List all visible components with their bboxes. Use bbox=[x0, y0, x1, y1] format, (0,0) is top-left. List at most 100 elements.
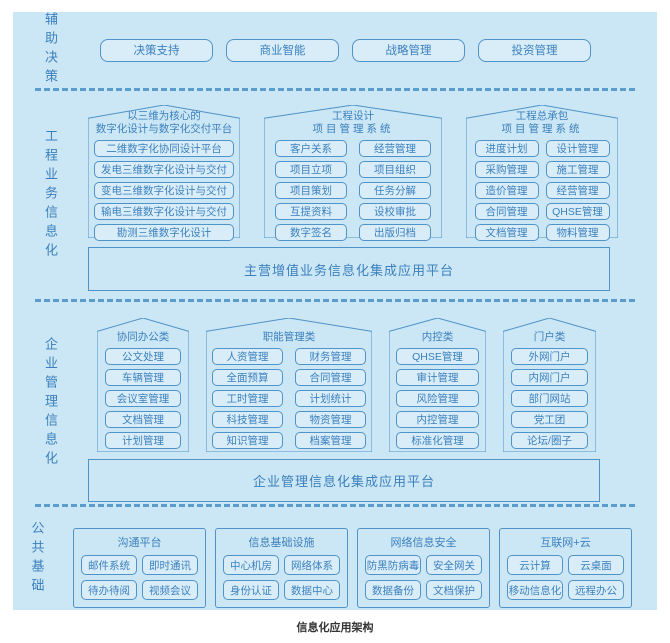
house-title-line: 工程设计 bbox=[332, 110, 374, 122]
house-title: 以三维为核心的数字化设计与数字化交付平台 bbox=[88, 110, 240, 136]
module-box: 标准化管理 bbox=[396, 432, 479, 449]
module-box: 知识管理 bbox=[212, 432, 283, 449]
house-items: QHSE管理审计管理风险管理内控管理标准化管理 bbox=[389, 348, 486, 449]
module-box: 项目立项 bbox=[275, 161, 347, 178]
house-group: 内控类 QHSE管理审计管理风险管理内控管理标准化管理 bbox=[389, 318, 486, 452]
house-group: 协同办公类公文处理车辆管理会议室管理文档管理计划管理 bbox=[97, 318, 189, 452]
module-box: 造价管理 bbox=[474, 182, 539, 199]
house-title-line: 门户类 bbox=[533, 331, 566, 343]
infra-group-items: 邮件系统即时通讯待办待阅视频会议 bbox=[81, 555, 198, 600]
infra-group-items: 中心机房网络体系身份认证数据中心 bbox=[223, 555, 340, 600]
module-box: 人资管理 bbox=[212, 348, 283, 365]
infra-group-title: 网络信息安全 bbox=[390, 537, 457, 549]
house-title-line: 协同办公类 bbox=[116, 331, 170, 343]
module-box: 网络体系 bbox=[284, 555, 340, 575]
module-box: 计划统计 bbox=[295, 390, 366, 407]
diagram-caption: 信息化应用架构 bbox=[296, 622, 374, 634]
module-box: 内控管理 bbox=[396, 411, 479, 428]
module-box: 云计算 bbox=[507, 555, 563, 575]
band-separator-dashed bbox=[35, 504, 635, 507]
house-group: 门户类外网门户内网门户部门网站党工团论坛/圈子 bbox=[503, 318, 596, 452]
module-box: 档案管理 bbox=[295, 432, 366, 449]
diagram-panel: 辅助决策 决策支持商业智能战略管理投资管理工程业务信息化 以三维为核心的数字化设计与… bbox=[13, 12, 657, 610]
band-3: 公共基础沟通平台邮件系统即时通讯待办待阅视频会议信息基础设施中心机房网络体系身份… bbox=[13, 507, 657, 610]
infra-group-items: 云计算云桌面移动信息化远程办公 bbox=[507, 555, 624, 600]
module-box: 任务分解 bbox=[359, 182, 431, 199]
module-box: 计划管理 bbox=[105, 432, 181, 449]
house-title-line: 以三维为核心的 bbox=[127, 110, 201, 122]
infra-group-title: 沟通平台 bbox=[117, 537, 162, 549]
module-box: 客户关系 bbox=[275, 140, 347, 157]
module-box: 物资管理 bbox=[295, 411, 366, 428]
module-box: 采购管理 bbox=[474, 161, 539, 178]
module-box: 邮件系统 bbox=[81, 555, 137, 575]
house-title-line: 数字化设计与数字化交付平台 bbox=[95, 123, 233, 135]
infra-group-items: 防黑防病毒安全网关数据备份文档保护 bbox=[365, 555, 482, 600]
module-box: 经营管理 bbox=[545, 182, 610, 199]
house-group: 工程设计项目管理系统客户关系经营管理项目立项项目组织项目策划任务分解互提资料设校… bbox=[264, 105, 442, 241]
band-label: 辅助决策 bbox=[43, 12, 58, 88]
module-box: 项目组织 bbox=[359, 161, 431, 178]
band-content: 决策支持商业智能战略管理投资管理 bbox=[88, 12, 657, 88]
module-box: 车辆管理 bbox=[105, 369, 181, 386]
module-box: 输电三维数字化设计与交付 bbox=[94, 203, 234, 220]
platform-bar: 企业管理信息化集成应用平台 bbox=[88, 459, 600, 502]
module-box: 设校审批 bbox=[359, 203, 431, 220]
module-box: 风险管理 bbox=[396, 390, 479, 407]
module-box: 数据中心 bbox=[284, 580, 340, 600]
module-box: 安全网关 bbox=[426, 555, 482, 575]
band-1: 工程业务信息化 以三维为核心的数字化设计与数字化交付平台二维数字化协同设计平台发电… bbox=[13, 91, 657, 299]
band-content: 协同办公类公文处理车辆管理会议室管理文档管理计划管理 职能管理类人资管理财务管理全… bbox=[88, 302, 657, 504]
module-box: 数字签名 bbox=[275, 224, 347, 241]
module-box: 会议室管理 bbox=[105, 390, 181, 407]
module-box: 合同管理 bbox=[474, 203, 539, 220]
house-title: 职能管理类 bbox=[206, 331, 372, 344]
module-box: 部门网站 bbox=[511, 390, 588, 407]
module-box: 经营管理 bbox=[359, 140, 431, 157]
band-label: 工程业务信息化 bbox=[43, 128, 58, 262]
house-items: 人资管理财务管理全面预算合同管理工时管理计划统计科技管理物资管理知识管理档案管理 bbox=[206, 348, 372, 449]
module-box: 商业智能 bbox=[226, 38, 339, 62]
infra-group: 沟通平台邮件系统即时通讯待办待阅视频会议 bbox=[73, 528, 206, 608]
module-box: 财务管理 bbox=[295, 348, 366, 365]
band-2: 企业管理信息化 协同办公类公文处理车辆管理会议室管理文档管理计划管理 职能管理类人资… bbox=[13, 302, 657, 504]
module-box: 决策支持 bbox=[100, 38, 213, 62]
house-title-line: 职能管理类 bbox=[262, 331, 316, 343]
band-content: 以三维为核心的数字化设计与数字化交付平台二维数字化协同设计平台发电三维数字化设计… bbox=[88, 91, 657, 299]
module-box: 文档管理 bbox=[105, 411, 181, 428]
module-box: 身份认证 bbox=[223, 580, 279, 600]
module-box: 发电三维数字化设计与交付 bbox=[94, 161, 234, 178]
house-title: 工程总承包项目管理系统 bbox=[466, 110, 618, 136]
house-title-line: 内控类 bbox=[421, 331, 454, 343]
module-box: 物料管理 bbox=[545, 224, 610, 241]
infra-group: 网络信息安全防黑防病毒安全网关数据备份文档保护 bbox=[357, 528, 490, 608]
module-box: 公文处理 bbox=[105, 348, 181, 365]
module-box: 待办待阅 bbox=[81, 580, 137, 600]
module-box: 远程办公 bbox=[568, 580, 624, 600]
infra-group: 信息基础设施中心机房网络体系身份认证数据中心 bbox=[215, 528, 348, 608]
module-box: 审计管理 bbox=[396, 369, 479, 386]
house-items: 二维数字化协同设计平台发电三维数字化设计与交付变电三维数字化设计与交付输电三维数… bbox=[88, 140, 240, 241]
houses-row: 协同办公类公文处理车辆管理会议室管理文档管理计划管理 职能管理类人资管理财务管理全… bbox=[97, 318, 657, 452]
house-items: 客户关系经营管理项目立项项目组织项目策划任务分解互提资料设校审批数字签名出版归档 bbox=[264, 140, 442, 241]
module-box: QHSE管理 bbox=[396, 348, 479, 365]
house-title: 内控类 bbox=[389, 331, 486, 344]
module-box: 文档管理 bbox=[474, 224, 539, 241]
house-title: 门户类 bbox=[503, 331, 596, 344]
module-box: 二维数字化协同设计平台 bbox=[94, 140, 234, 157]
module-box: 党工团 bbox=[511, 411, 588, 428]
band-separator-dashed bbox=[35, 299, 635, 302]
infra-group-title: 互联网+云 bbox=[540, 537, 591, 549]
module-box: 论坛/圈子 bbox=[511, 432, 588, 449]
module-box: 设计管理 bbox=[545, 140, 610, 157]
houses-row: 以三维为核心的数字化设计与数字化交付平台二维数字化协同设计平台发电三维数字化设计… bbox=[88, 105, 657, 241]
module-box: 云桌面 bbox=[568, 555, 624, 575]
band-separator-dashed bbox=[35, 88, 635, 91]
module-box: 中心机房 bbox=[223, 555, 279, 575]
house-title-line: 工程总承包 bbox=[515, 110, 569, 122]
house-items: 公文处理车辆管理会议室管理文档管理计划管理 bbox=[97, 348, 189, 449]
platform-bar: 主营增值业务信息化集成应用平台 bbox=[88, 247, 610, 291]
band-label: 企业管理信息化 bbox=[43, 336, 58, 470]
house-title-line: 项目管理系统 bbox=[501, 123, 583, 135]
